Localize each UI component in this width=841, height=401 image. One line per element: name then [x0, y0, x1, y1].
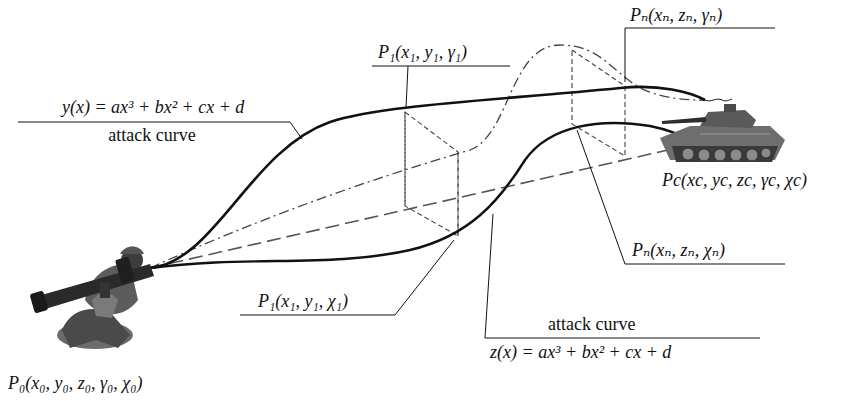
point-label-text: P₁(x₁, y₁, χ₁)	[258, 291, 348, 311]
point-label: Pₙ(xₙ, zₙ, χₙ)	[632, 240, 725, 261]
equation-label: y(x) = ax³ + bx² + cx + d	[62, 97, 244, 118]
attack-curve-z	[150, 123, 690, 268]
equation-label: z(x) = ax³ + bx² + cx + d	[490, 342, 671, 363]
point-label: P₁(x₁, y₁, χ₁)	[258, 291, 348, 312]
equation-label-text: y(x) = ax³ + bx² + cx + d	[62, 97, 244, 117]
tank-figure	[660, 104, 785, 162]
soldier-figure	[30, 247, 154, 350]
curve-label-text: attack curve	[548, 314, 635, 334]
cross-section-boxes	[405, 50, 625, 236]
point-label: P₁(x₁, y₁, γ₁)	[378, 42, 467, 63]
point-label-text: P₀(x₀, y₀, z₀, γ₀, χ₀)	[8, 373, 143, 393]
point-label-text: Pₙ(xₙ, zₙ, γₙ)	[630, 5, 722, 25]
curve-label: attack curve	[548, 314, 635, 335]
point-label: Pₙ(xₙ, zₙ, γₙ)	[630, 5, 722, 26]
equation-label-text: z(x) = ax³ + bx² + cx + d	[490, 342, 671, 362]
point-label-text: Pₙ(xₙ, zₙ, χₙ)	[632, 240, 725, 260]
point-label-text: P₁(x₁, y₁, γ₁)	[378, 42, 467, 62]
point-label: P₀(x₀, y₀, z₀, γ₀, χ₀)	[8, 373, 143, 394]
curve-tail	[705, 99, 732, 101]
point-label-text: Pc(xc, yc, zc, γc, χc)	[662, 170, 807, 190]
point-label: Pc(xc, yc, zc, γc, χc)	[662, 170, 807, 191]
curve-label-text: attack curve	[108, 125, 195, 145]
alternative-curve	[150, 45, 705, 268]
curve-label: attack curve	[108, 125, 195, 146]
